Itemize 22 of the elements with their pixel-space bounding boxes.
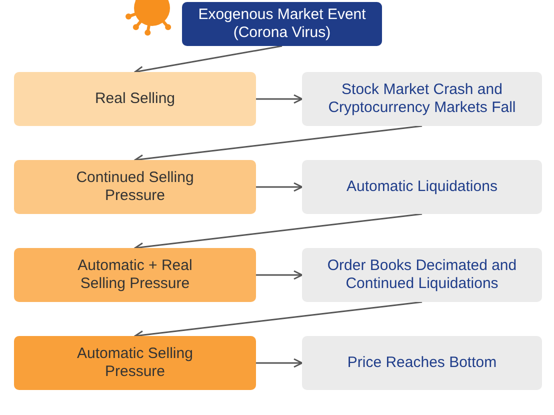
- arrow: [256, 358, 303, 368]
- pressure-box: [14, 248, 256, 302]
- outcome-box: [302, 160, 542, 214]
- box-label: Price Reaches Bottom: [347, 354, 497, 372]
- pressure-box: [14, 72, 256, 126]
- box-label: Continued Selling Pressure: [75, 169, 195, 205]
- pressure-box: [14, 336, 256, 390]
- box-label: Stock Market Crash and Cryptocurrency Markets Fall: [327, 81, 517, 117]
- event-box: [182, 2, 382, 46]
- box-label: Automatic Selling Pressure: [76, 345, 194, 381]
- arrow: [256, 182, 303, 192]
- box-label: Automatic Liquidations: [346, 178, 498, 196]
- outcome-box: [302, 248, 542, 302]
- arrow: [256, 94, 303, 104]
- box-label: Automatic + Real Selling Pressure: [76, 257, 194, 293]
- outcome-box: [302, 336, 542, 390]
- outcome-box: [302, 72, 542, 126]
- box-label: Order Books Decimated and Continued Liquidations: [326, 257, 518, 293]
- pressure-box: [14, 160, 256, 214]
- box-label: Real Selling: [94, 90, 176, 108]
- arrow: [256, 270, 303, 280]
- box-label: Exogenous Market Event (Corona Virus): [197, 6, 367, 42]
